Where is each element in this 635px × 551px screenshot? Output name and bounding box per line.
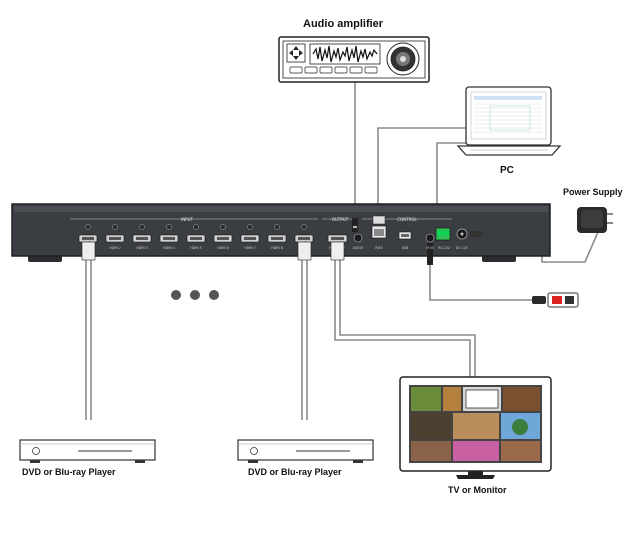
rs232-label: RS-232 bbox=[438, 246, 449, 250]
hdmi-input-label-8: HDMI 8 bbox=[271, 246, 283, 250]
rs232-cable bbox=[436, 142, 470, 232]
usb-label: USB bbox=[402, 246, 409, 250]
pc-laptop bbox=[456, 86, 562, 156]
input-header: INPUT bbox=[181, 217, 194, 222]
audio-label: AUDIO bbox=[353, 246, 364, 250]
nav-pad-icon bbox=[286, 43, 306, 63]
dvd-player-2-label: DVD or Blu-ray Player bbox=[248, 467, 342, 477]
control-header: CONTROL bbox=[397, 217, 417, 222]
audio-port[interactable] bbox=[352, 218, 363, 243]
hdmi-input-port-slot-1 bbox=[82, 237, 94, 240]
audio-amplifier-label: Audio amplifier bbox=[303, 18, 384, 30]
rs232-terminal[interactable] bbox=[435, 227, 451, 241]
ir-in-label: IR IN bbox=[426, 246, 434, 250]
ir-receiver-icon bbox=[532, 292, 579, 308]
tv-monitor bbox=[399, 376, 552, 479]
pc-label: PC bbox=[500, 165, 514, 176]
dvd-player-2 bbox=[237, 439, 374, 463]
hdmi-out-cable bbox=[334, 260, 476, 380]
hdmi-input-port-slot-5 bbox=[190, 237, 202, 240]
hdmi-out-port[interactable] bbox=[327, 234, 348, 243]
dc-12v-port[interactable] bbox=[456, 228, 482, 240]
hdmi-input-port-slot-9 bbox=[298, 237, 310, 240]
hdmi-input-port-slot-8 bbox=[271, 237, 283, 240]
usb-port[interactable] bbox=[398, 231, 412, 240]
hdmi-in1-cable bbox=[85, 260, 92, 420]
hdmi-input-port-slot-2 bbox=[109, 237, 121, 240]
hdmi-input-label-2: HDMI 2 bbox=[109, 246, 121, 250]
hdmi-input-screw-8 bbox=[274, 224, 280, 230]
hdmi-input-screw-4 bbox=[166, 224, 172, 230]
hdmi-input-label-4: HDMI 4 bbox=[163, 246, 175, 250]
rj45-label: RJ45 bbox=[375, 246, 382, 250]
hdmi-input-screw-2 bbox=[112, 224, 118, 230]
hdmi-input-label-3: HDMI 3 bbox=[136, 246, 148, 250]
ir-in-port[interactable] bbox=[425, 233, 435, 265]
speaker-knob-icon bbox=[386, 42, 420, 76]
waveform-icon bbox=[312, 45, 378, 63]
hdmi-input-screw-1 bbox=[85, 224, 91, 230]
hdmi-plugs bbox=[81, 241, 345, 261]
hdmi-in9-cable bbox=[301, 260, 308, 420]
hdmi-input-port-slot-3 bbox=[136, 237, 148, 240]
rj45-port[interactable] bbox=[371, 215, 387, 239]
hdmi-input-screw-7 bbox=[247, 224, 253, 230]
hdmi-input-label-5: HDMI 5 bbox=[190, 246, 202, 250]
output-header: OUTPUT bbox=[332, 217, 349, 222]
hdmi-input-port-slot-7 bbox=[244, 237, 256, 240]
hdmi-input-label-6: HDMI 6 bbox=[217, 246, 229, 250]
dvd-player-1-label: DVD or Blu-ray Player bbox=[22, 467, 116, 477]
continuation-dots bbox=[171, 290, 219, 300]
tv-monitor-label: TV or Monitor bbox=[448, 485, 507, 495]
hdmi-input-port-slot-6 bbox=[217, 237, 229, 240]
hdmi-input-screw-6 bbox=[220, 224, 226, 230]
hdmi-input-label-7: HDMI 7 bbox=[244, 246, 256, 250]
rj45-cable bbox=[377, 127, 466, 232]
power-supply-label: Power Supply bbox=[563, 187, 623, 197]
hdmi-input-screw-9 bbox=[301, 224, 307, 230]
dc-12v-label: DC 12V bbox=[456, 246, 469, 250]
hdmi-input-screw-3 bbox=[139, 224, 145, 230]
audio-amplifier bbox=[278, 36, 430, 83]
ir-cable bbox=[429, 265, 532, 301]
hdmi-input-screw-5 bbox=[193, 224, 199, 230]
dvd-player-1 bbox=[19, 439, 156, 463]
hdmi-input-port-slot-4 bbox=[163, 237, 175, 240]
power-adapter bbox=[577, 207, 613, 233]
